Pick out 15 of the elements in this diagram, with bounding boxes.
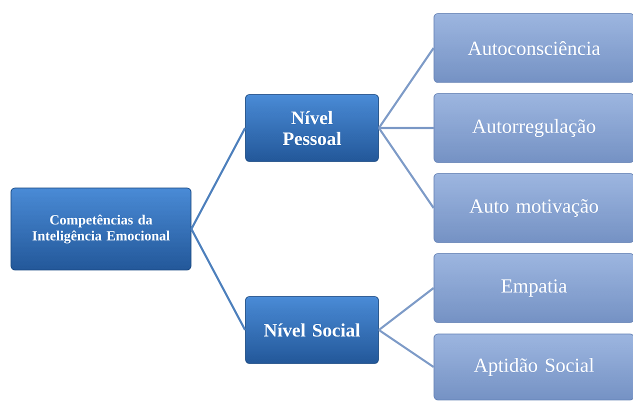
connector-line bbox=[378, 287, 434, 331]
root-box: Competências da Inteligência Emocional bbox=[10, 188, 192, 270]
connector-line bbox=[378, 47, 435, 129]
competency-box: Auto motivação bbox=[434, 173, 633, 243]
level-box: Nível Social bbox=[245, 296, 379, 364]
connector-line bbox=[378, 126, 434, 130]
competency-box: Autoconsciência bbox=[434, 13, 633, 83]
connector-line bbox=[378, 127, 435, 209]
connector-line bbox=[378, 329, 434, 368]
level-box: Nível Pessoal bbox=[245, 94, 379, 162]
connector-line bbox=[190, 127, 246, 230]
competency-box: Aptidão Social bbox=[434, 334, 633, 400]
competency-box: Autorregulação bbox=[434, 93, 633, 163]
competency-box: Empatia bbox=[434, 253, 633, 323]
connector-line bbox=[190, 228, 246, 331]
